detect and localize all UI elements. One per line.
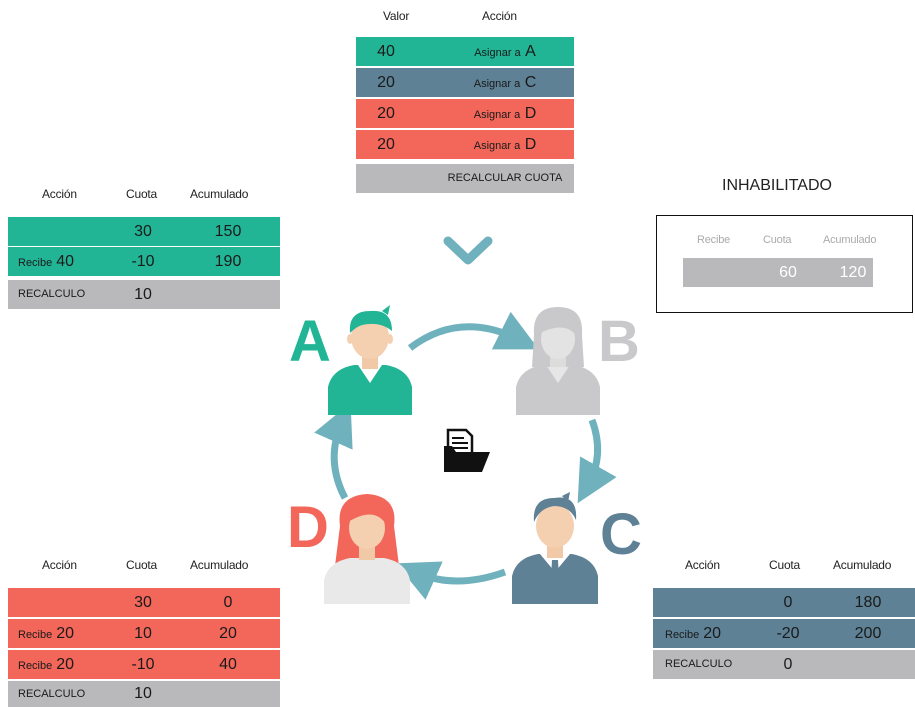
cell-acumulado: 40 [219,656,237,673]
header-cuota: Cuota [126,558,158,572]
cell-acumulado: 200 [854,625,882,642]
table-row: 60 120 [683,258,873,287]
inhabilitado-title: INHABILITADO [722,177,832,194]
cell-cuota: 0 [783,594,793,611]
person-a-avatar [328,305,412,415]
cell-cuota: -10 [131,656,155,673]
cell-accion: Asignar a D [473,136,537,153]
recalculo-row: RECALCULO 10 [8,681,280,707]
cell-valor: 20 [377,74,395,91]
cell-valor: 20 [377,136,395,153]
cell-acumulado: 180 [854,594,882,611]
cell-accion: Asignar a D [473,105,537,122]
cell-acumulado: 150 [214,223,242,240]
cell-valor: 40 [377,43,395,60]
header-cuota: Cuota [126,187,158,201]
recalcular-cuota-row: RECALCULAR CUOTA [356,164,574,193]
cell-valor: 20 [377,105,395,122]
header-cuota: Cuota [769,558,801,572]
table-row: 30 0 [8,588,280,617]
arrow-a-to-b [407,311,539,351]
arrow-d-to-a [314,402,353,500]
cell-cuota: 30 [134,223,152,240]
cell-cuota: 10 [134,685,152,702]
header-acumulado: Acumulado [823,234,877,246]
cell-acumulado: 120 [839,264,867,281]
person-b-avatar [516,307,600,415]
recalculo-row: RECALCULO 0 [653,650,915,679]
folder-document-icon [444,428,490,472]
header-accion: Acción [42,187,77,201]
cell-accion: Asignar a A [474,43,536,60]
cell-cuota: -20 [776,625,800,642]
letter-d: D [287,495,329,560]
recalculo-row: RECALCULO 10 [8,280,280,309]
cell-accion: Asignar a C [473,74,537,91]
inhabilitado-box: Recibe Cuota Acumulado 60 120 [656,215,913,313]
arrow-b-to-c [577,418,617,504]
header-acumulado: Acumulado [190,558,249,572]
table-row: 40 Asignar a A [356,37,574,66]
table-row: 20 Asignar a D [356,130,574,159]
cell-cuota: 0 [783,656,793,673]
cell-acumulado: 0 [223,594,233,611]
recalculo-label: RECALCULO [18,288,86,300]
header-acumulado: Acumulado [190,187,249,201]
letter-b: B [598,309,640,374]
table-row: 20 Asignar a C [356,68,574,97]
cell-cuota: 60 [779,264,797,281]
recalcular-cuota-label: RECALCULAR CUOTA [447,172,563,184]
arrow-c-to-d [395,561,507,600]
header-accion: Acción [42,558,77,572]
letter-a: A [289,309,331,374]
header-accion: Acción [685,558,720,572]
table-row: 20 Asignar a D [356,99,574,128]
cell-acumulado: 20 [219,625,237,642]
cell-cuota: 10 [134,625,152,642]
cell-acumulado: 190 [214,253,242,270]
person-c-avatar [512,492,598,604]
header-valor: Valor [383,9,410,23]
cell-cuota: 10 [134,286,152,303]
recalculo-label: RECALCULO [18,688,86,700]
recalculo-label: RECALCULO [665,658,733,670]
header-accion: Acción [482,9,517,23]
header-acumulado: Acumulado [833,558,892,572]
header-recibe: Recibe [697,234,731,246]
cell-cuota: -10 [131,253,155,270]
chevron-down-icon [443,236,493,265]
table-row: 0 180 [653,588,915,617]
cycle-arrows [314,311,617,600]
table-row: 30 150 [8,217,280,246]
letter-c: C [600,502,642,567]
cell-cuota: 30 [134,594,152,611]
header-cuota: Cuota [763,234,792,246]
person-d-avatar [324,494,410,604]
